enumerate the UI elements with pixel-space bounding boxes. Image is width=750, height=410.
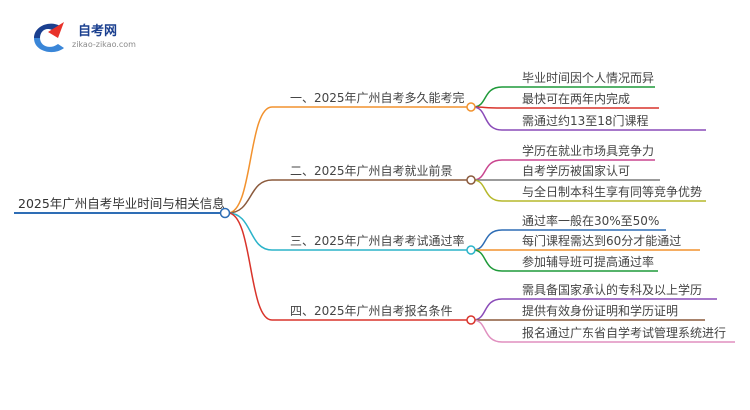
branch-node-dot[interactable]	[466, 102, 476, 112]
leaf-connector	[472, 86, 503, 108]
leaf-connector	[472, 229, 503, 251]
branch-connector	[227, 212, 273, 251]
root-label[interactable]: 2025年广州自考毕业时间与相关信息	[18, 196, 225, 211]
leaf-label[interactable]: 通过率一般在30%至50%	[522, 213, 659, 228]
leaf-label[interactable]: 学历在就业市场具竞争力	[522, 143, 654, 158]
leaf-label[interactable]: 需通过约13至18门课程	[522, 113, 649, 128]
leaf-label[interactable]: 需具备国家承认的专科及以上学历	[522, 282, 702, 297]
leaf-label[interactable]: 最快可在两年内完成	[522, 91, 630, 106]
branch-node-dot[interactable]	[466, 245, 476, 255]
leaf-connector	[472, 298, 503, 321]
leaf-connector	[472, 159, 503, 181]
leaf-label[interactable]: 每门课程需达到60分才能通过	[522, 233, 681, 248]
branch-connector	[227, 179, 273, 214]
branch-node-dot[interactable]	[466, 315, 476, 325]
logo-mark-icon	[34, 22, 64, 53]
leaf-connector	[472, 249, 503, 272]
leaf-label[interactable]: 与全日制本科生享有同等竞争优势	[522, 184, 702, 199]
root-node-dot[interactable]	[219, 207, 231, 219]
leaf-connector	[472, 319, 503, 343]
branch-connector	[227, 106, 273, 214]
leaf-connector	[472, 106, 503, 131]
branch-label[interactable]: 四、2025年广州自考报名条件	[290, 303, 453, 318]
logo-subtitle: zikao-zikao.com	[72, 40, 136, 49]
leaf-label[interactable]: 报名通过广东省自学考试管理系统进行	[522, 325, 726, 340]
leaf-label[interactable]: 毕业时间因个人情况而异	[522, 71, 654, 85]
logo-title: 自考网	[78, 24, 118, 39]
branch-connector	[227, 212, 273, 321]
leaf-label[interactable]: 自考学历被国家认可	[522, 163, 630, 178]
branch-node-dot[interactable]	[466, 175, 476, 185]
site-logo[interactable]: 自考网 zikao-zikao.com	[30, 18, 150, 54]
leaf-connector	[472, 179, 503, 202]
branch-label[interactable]: 一、2025年广州自考多久能考完	[290, 90, 465, 105]
branch-label[interactable]: 二、2025年广州自考就业前景	[290, 163, 453, 178]
branch-label[interactable]: 三、2025年广州自考考试通过率	[290, 233, 465, 248]
leaf-label[interactable]: 提供有效身份证明和学历证明	[522, 303, 678, 318]
leaf-label[interactable]: 参加辅导班可提高通过率	[522, 254, 654, 269]
